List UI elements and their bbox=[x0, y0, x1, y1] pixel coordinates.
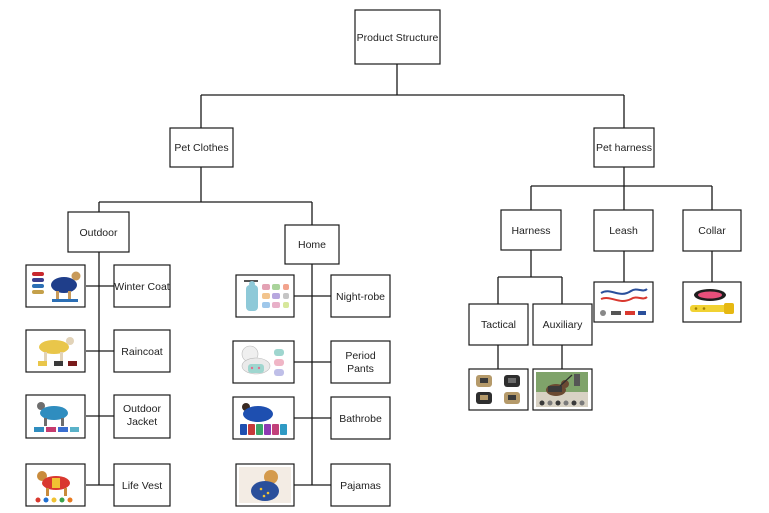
raincoat-node: Raincoat bbox=[113, 329, 171, 373]
pajamas-label: Pajamas bbox=[340, 480, 381, 492]
life-vest-label: Life Vest bbox=[122, 480, 162, 492]
pet-harness-node: Pet harness bbox=[593, 127, 655, 168]
harness-node: Harness bbox=[500, 209, 562, 251]
raincoat-image bbox=[25, 329, 86, 373]
harness-label: Harness bbox=[511, 225, 550, 237]
bathrobe-image bbox=[232, 396, 295, 440]
leash-label: Leash bbox=[609, 225, 638, 237]
night-robe-label: Night-robe bbox=[336, 291, 385, 303]
winter-coat-node: Winter Coat bbox=[113, 264, 171, 308]
period-pants-image bbox=[232, 340, 295, 384]
leash-image bbox=[593, 281, 654, 323]
auxiliary-harness-image bbox=[532, 368, 593, 411]
night-robe-node: Night-robe bbox=[330, 274, 391, 318]
auxiliary-node: Auxiliary bbox=[532, 303, 593, 346]
outdoor-jacket-label-line1: Outdoor bbox=[123, 403, 161, 415]
life-vest-node: Life Vest bbox=[113, 463, 171, 507]
outdoor-jacket-node: Outdoor Jacket bbox=[113, 394, 171, 439]
root-node: Product Structure bbox=[354, 9, 441, 65]
collar-label: Collar bbox=[698, 225, 726, 237]
root-label: Product Structure bbox=[357, 32, 439, 44]
life-vest-image bbox=[25, 463, 86, 507]
outdoor-label: Outdoor bbox=[80, 227, 118, 239]
outdoor-node: Outdoor bbox=[67, 211, 130, 253]
leash-node: Leash bbox=[593, 209, 654, 252]
pajamas-node: Pajamas bbox=[330, 463, 391, 507]
period-pants-node: Period Pants bbox=[330, 340, 391, 384]
winter-coat-image bbox=[25, 264, 86, 308]
period-pants-label-line2: Pants bbox=[347, 363, 374, 375]
collar-image bbox=[682, 281, 742, 323]
pajamas-image bbox=[235, 463, 295, 507]
pet-clothes-label: Pet Clothes bbox=[174, 142, 228, 154]
connector-lines bbox=[86, 64, 713, 486]
auxiliary-label: Auxiliary bbox=[543, 319, 583, 331]
night-robe-image bbox=[235, 274, 295, 318]
tactical-label: Tactical bbox=[481, 319, 516, 331]
outdoor-jacket-image bbox=[25, 394, 86, 439]
raincoat-label: Raincoat bbox=[121, 346, 163, 358]
bathrobe-node: Bathrobe bbox=[330, 396, 391, 440]
pet-harness-label: Pet harness bbox=[596, 142, 652, 154]
collar-node: Collar bbox=[682, 209, 742, 252]
tactical-node: Tactical bbox=[468, 303, 529, 346]
winter-coat-label: Winter Coat bbox=[114, 281, 170, 293]
tactical-harness-image bbox=[468, 368, 529, 411]
home-label: Home bbox=[298, 239, 326, 251]
period-pants-label-line1: Period bbox=[345, 350, 376, 362]
outdoor-jacket-label-line2: Jacket bbox=[127, 416, 157, 428]
pet-clothes-node: Pet Clothes bbox=[169, 127, 234, 168]
home-node: Home bbox=[284, 224, 340, 265]
bathrobe-label: Bathrobe bbox=[339, 413, 382, 425]
